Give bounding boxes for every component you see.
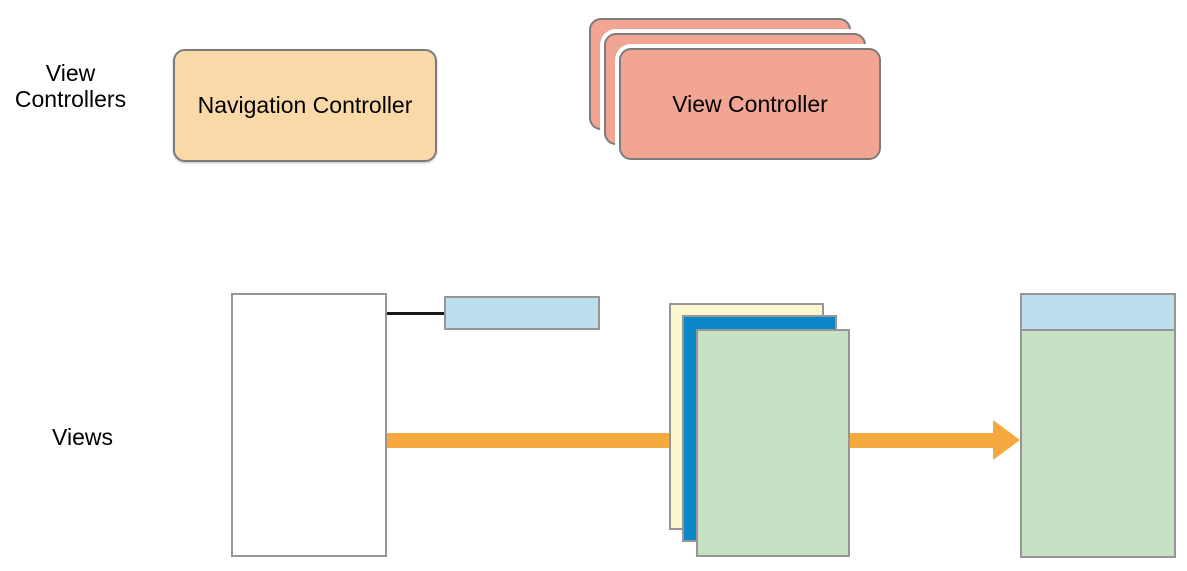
navigation-controller-view bbox=[231, 293, 387, 557]
composed-view-navbar-strip bbox=[1022, 295, 1174, 331]
view-controller-label: View Controller bbox=[672, 90, 828, 117]
navigation-bar-view bbox=[444, 296, 600, 330]
navigation-controller-box: Navigation Controller bbox=[173, 49, 437, 162]
arrow-right-head-icon bbox=[993, 420, 1020, 460]
composed-view-panel bbox=[1020, 293, 1176, 558]
navigation-controller-label: Navigation Controller bbox=[197, 92, 413, 118]
row-label-views: Views bbox=[52, 424, 113, 450]
row-label-view-controllers: View Controllers bbox=[14, 60, 127, 112]
stacked-view-front bbox=[696, 329, 850, 557]
view-controller-card-front: View Controller bbox=[619, 48, 881, 160]
navbar-connector-line bbox=[386, 312, 445, 315]
